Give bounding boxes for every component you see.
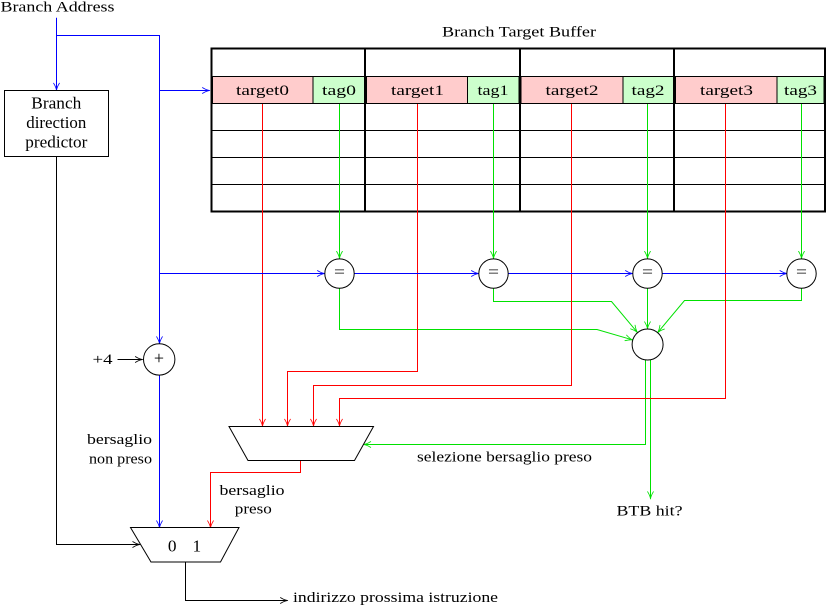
svg-text:preso: preso	[235, 502, 272, 518]
svg-text:+4: +4	[93, 352, 114, 368]
svg-text:target2: target2	[546, 83, 599, 99]
svg-text:Branch: Branch	[31, 94, 82, 113]
svg-text:target3: target3	[700, 83, 753, 99]
svg-text:tag1: tag1	[478, 83, 509, 99]
svg-text:target0: target0	[236, 83, 289, 99]
svg-text:bersaglio: bersaglio	[87, 432, 152, 448]
svg-text:0: 0	[168, 537, 177, 556]
svg-text:target1: target1	[391, 83, 444, 99]
svg-text:BTB hit?: BTB hit?	[617, 504, 683, 520]
svg-text:Branch Address: Branch Address	[1, 0, 115, 16]
svg-text:non preso: non preso	[89, 452, 152, 468]
svg-text:tag0: tag0	[322, 83, 356, 99]
svg-text:1: 1	[192, 537, 201, 556]
svg-text:direction: direction	[26, 113, 86, 132]
svg-text:indirizzo prossima istruzione: indirizzo prossima istruzione	[293, 590, 498, 606]
svg-text:=: =	[334, 264, 345, 281]
svg-text:bersaglio: bersaglio	[220, 483, 285, 499]
svg-text:=: =	[642, 264, 653, 281]
svg-text:Branch Target Buffer: Branch Target Buffer	[442, 25, 596, 41]
svg-text:tag2: tag2	[632, 83, 665, 99]
svg-text:selezione bersaglio preso: selezione bersaglio preso	[417, 450, 592, 466]
svg-text:=: =	[488, 264, 499, 281]
svg-text:predictor: predictor	[25, 133, 88, 152]
svg-text:tag3: tag3	[784, 83, 817, 99]
svg-text:+: +	[154, 348, 164, 368]
svg-text:=: =	[796, 264, 807, 281]
